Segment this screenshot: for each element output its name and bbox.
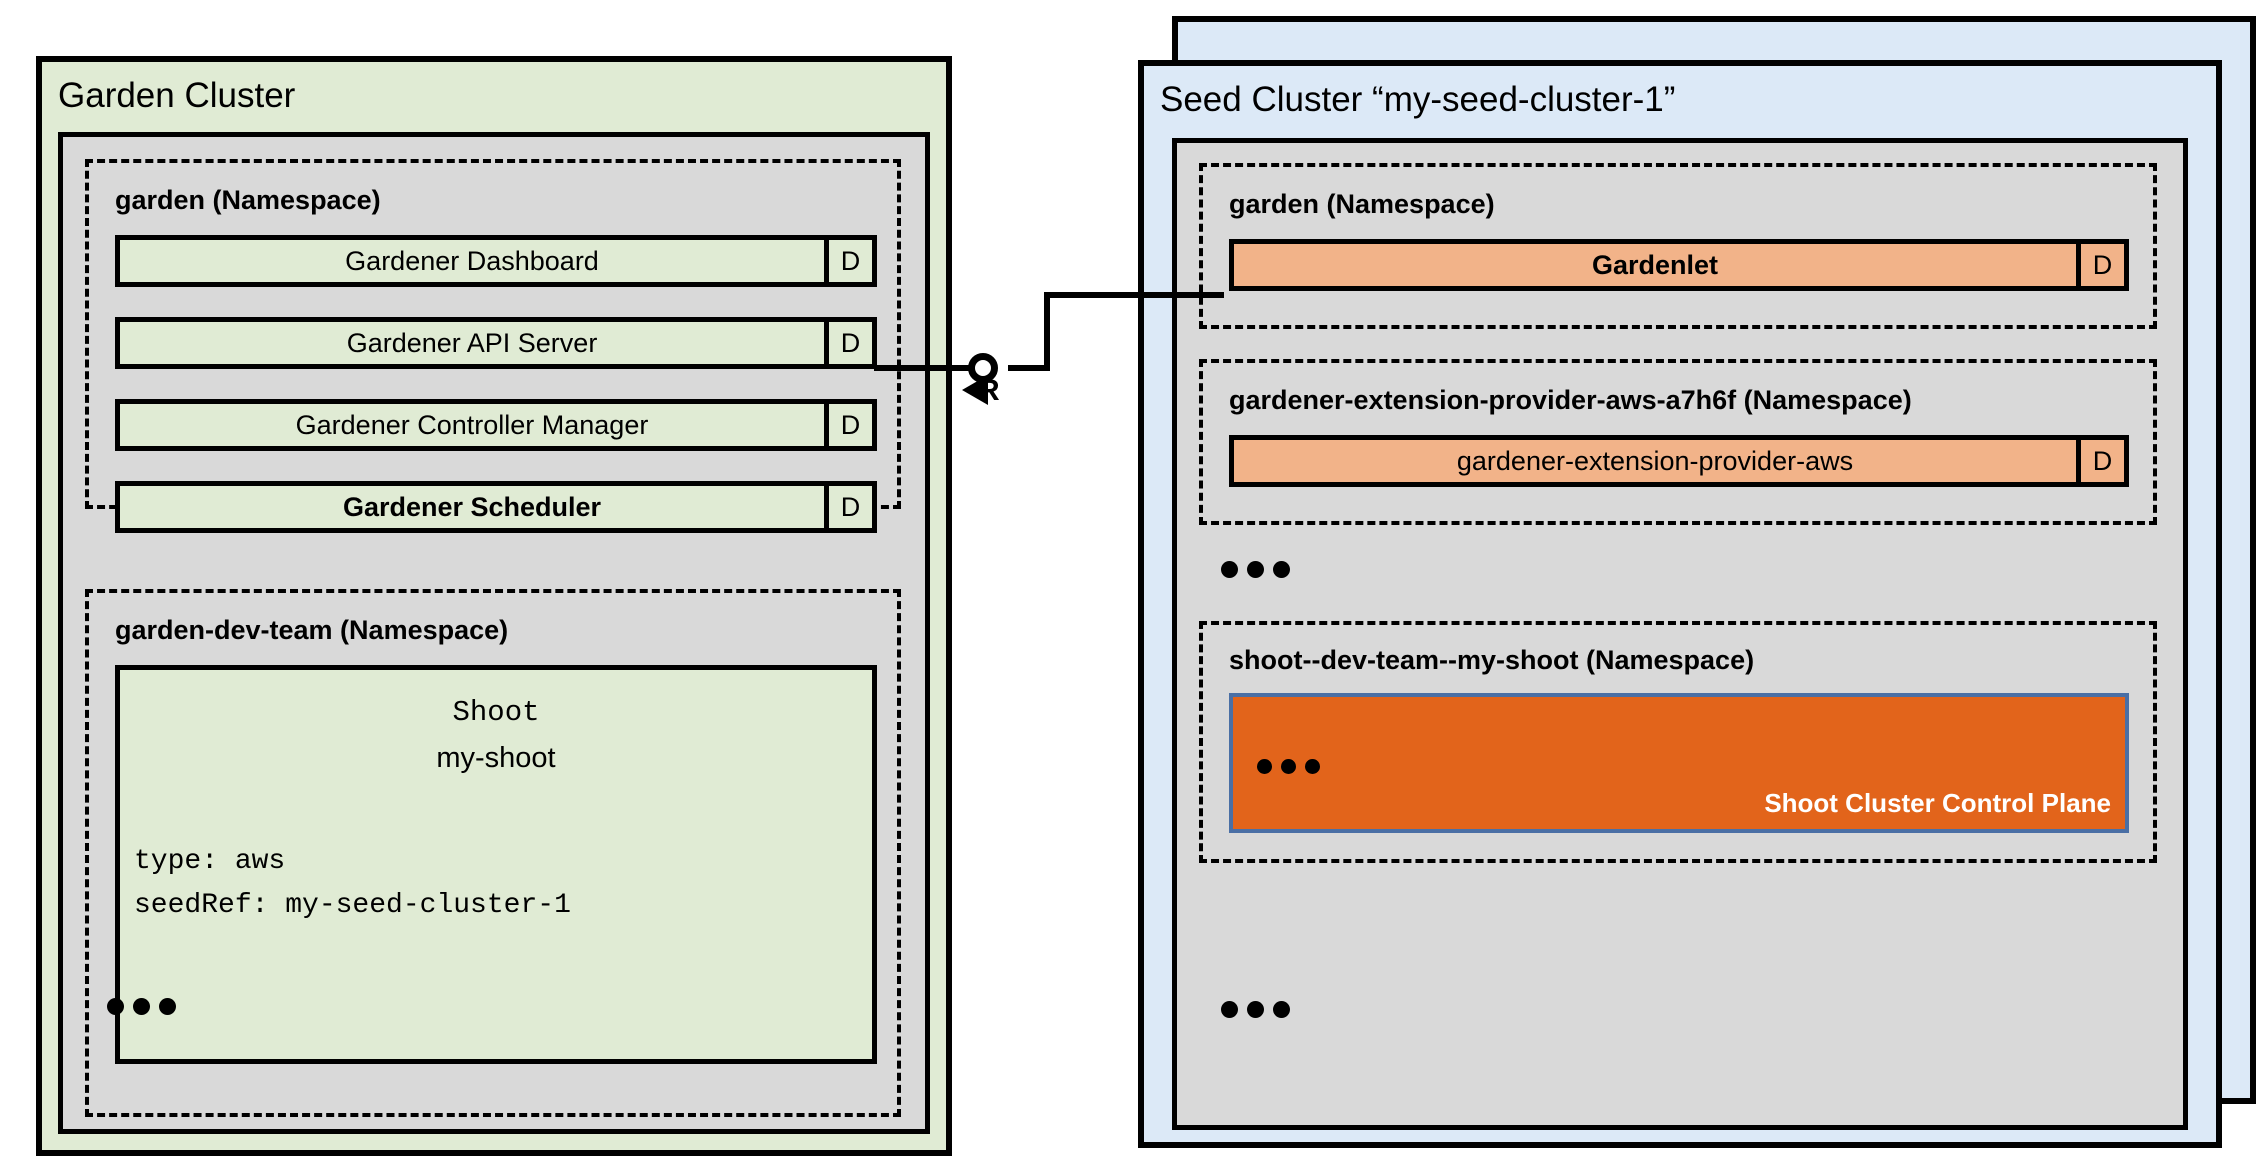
component-gardener-dashboard[interactable]: Gardener Dashboard D — [115, 235, 877, 287]
control-plane-label: Shoot Cluster Control Plane — [1764, 788, 2111, 818]
namespace-seed-garden-label: garden (Namespace) — [1229, 189, 1495, 219]
shoot-name-label: my-shoot — [436, 742, 556, 774]
component-label: Gardenlet — [1234, 244, 2076, 286]
seed-cluster-title: Seed Cluster “my-seed-cluster-1” — [1160, 80, 1676, 119]
namespace-seed-garden[interactable]: garden (Namespace) Gardenlet D — [1199, 163, 2157, 329]
namespace-garden-dev-team-label: garden-dev-team (Namespace) — [115, 615, 509, 645]
connector-segment-top — [1044, 292, 1224, 298]
component-label: Gardener Dashboard — [120, 240, 824, 282]
namespace-garden-label: garden (Namespace) — [115, 185, 381, 215]
component-label: Gardener Controller Manager — [120, 404, 824, 446]
namespace-garden-dev-team[interactable]: garden-dev-team (Namespace) Shoot my-sho… — [85, 589, 901, 1117]
seed-cluster-middle-ellipsis — [1221, 561, 1290, 578]
connector-segment-mid — [1008, 365, 1050, 371]
garden-cluster-kubernetes-area: garden (Namespace) Gardener Dashboard D … — [58, 132, 930, 1134]
component-daemon-badge: D — [824, 322, 872, 364]
component-label: Gardener API Server — [120, 322, 824, 364]
shoot-resource-card[interactable]: Shoot my-shoot type: aws seedRef: my-see… — [115, 665, 877, 1064]
namespace-extension-label: gardener-extension-provider-aws-a7h6f (N… — [1229, 385, 1912, 415]
shoot-cluster-control-plane[interactable]: Shoot Cluster Control Plane — [1229, 693, 2129, 833]
connector-segment-riser — [1044, 292, 1050, 371]
garden-cluster-title: Garden Cluster — [58, 76, 296, 115]
component-daemon-badge: D — [2076, 440, 2124, 482]
component-gardener-extension-provider-aws[interactable]: gardener-extension-provider-aws D — [1229, 435, 2129, 487]
shoot-kind-label: Shoot — [452, 696, 540, 729]
seed-cluster[interactable]: Seed Cluster “my-seed-cluster-1” garden … — [1138, 60, 2222, 1148]
seed-cluster-kubernetes-area: garden (Namespace) Gardenlet D gardener-… — [1172, 138, 2188, 1130]
seed-cluster-bottom-ellipsis — [1221, 1001, 1290, 1018]
garden-cluster[interactable]: Garden Cluster garden (Namespace) Garden… — [36, 56, 952, 1156]
connector-arrow-icon — [962, 375, 988, 405]
component-daemon-badge: D — [824, 240, 872, 282]
component-gardener-api-server[interactable]: Gardener API Server D — [115, 317, 877, 369]
component-label: gardener-extension-provider-aws — [1234, 440, 2076, 482]
connector-segment-left — [874, 365, 984, 371]
connector-label: R — [978, 374, 1000, 407]
namespace-garden[interactable]: garden (Namespace) Gardener Dashboard D … — [85, 159, 901, 533]
namespace-shoot-dev-team-my-shoot[interactable]: shoot--dev-team--my-shoot (Namespace) Sh… — [1199, 621, 2157, 863]
component-gardenlet[interactable]: Gardenlet D — [1229, 239, 2129, 291]
component-daemon-badge: D — [2076, 244, 2124, 286]
component-gardener-scheduler[interactable]: Gardener Scheduler D — [115, 481, 877, 533]
namespace-shoot-label: shoot--dev-team--my-shoot (Namespace) — [1229, 645, 1755, 675]
component-label: Gardener Scheduler — [120, 486, 824, 528]
component-gardener-controller-manager[interactable]: Gardener Controller Manager D — [115, 399, 877, 451]
component-daemon-badge: D — [824, 404, 872, 446]
control-plane-ellipsis — [1257, 759, 1320, 774]
shoot-spec-text: type: aws seedRef: my-seed-cluster-1 — [134, 846, 571, 921]
namespace-gardener-extension-provider-aws[interactable]: gardener-extension-provider-aws-a7h6f (N… — [1199, 359, 2157, 525]
garden-cluster-ellipsis — [107, 998, 176, 1015]
component-daemon-badge: D — [824, 486, 872, 528]
